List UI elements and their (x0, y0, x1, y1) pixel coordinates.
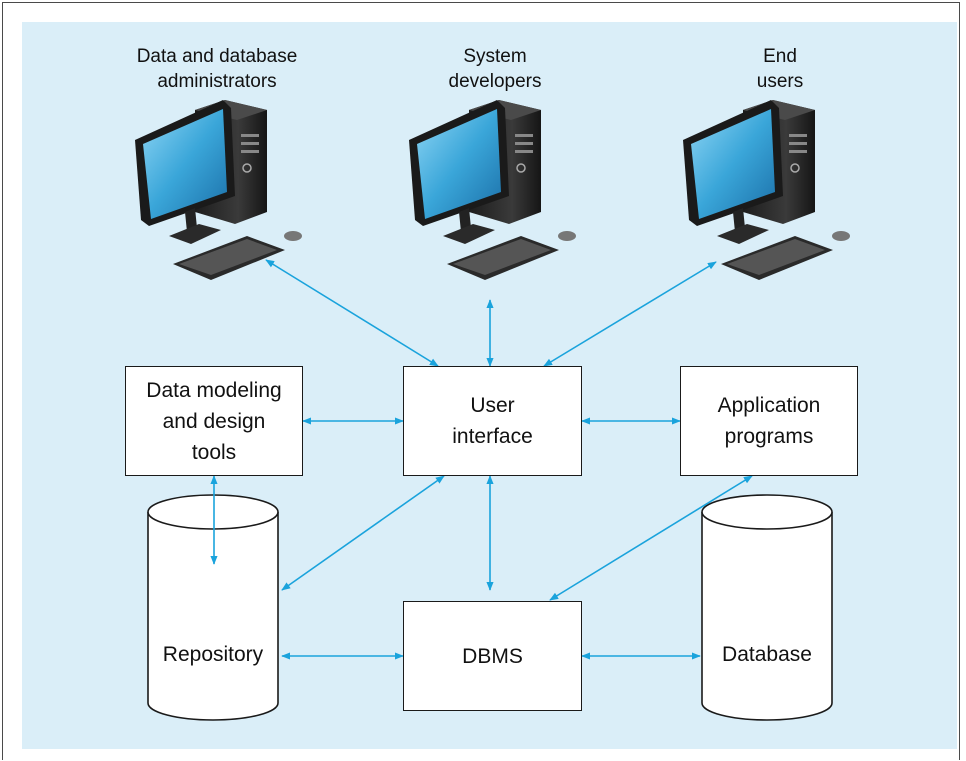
database-label: Database (722, 643, 812, 666)
arrow-dba-ui (265, 259, 439, 367)
repository-cylinder-icon (147, 494, 279, 721)
computer-icon (134, 99, 303, 281)
arrow-apps-dbms (549, 475, 753, 601)
data-modeling-tools-box: Data modeling and design tools (125, 366, 303, 476)
dbms-box: DBMS (403, 601, 582, 711)
repository-label: Repository (162, 643, 264, 666)
computer-icon (682, 99, 851, 281)
user-interface-box: User interface (403, 366, 582, 476)
arrow-ui-repository (281, 475, 445, 591)
computer-icon (408, 99, 577, 281)
database-cylinder-icon (701, 494, 833, 721)
connector-arrows (210, 259, 753, 660)
arrow-end-ui (543, 261, 717, 367)
application-programs-box: Application programs (680, 366, 858, 476)
